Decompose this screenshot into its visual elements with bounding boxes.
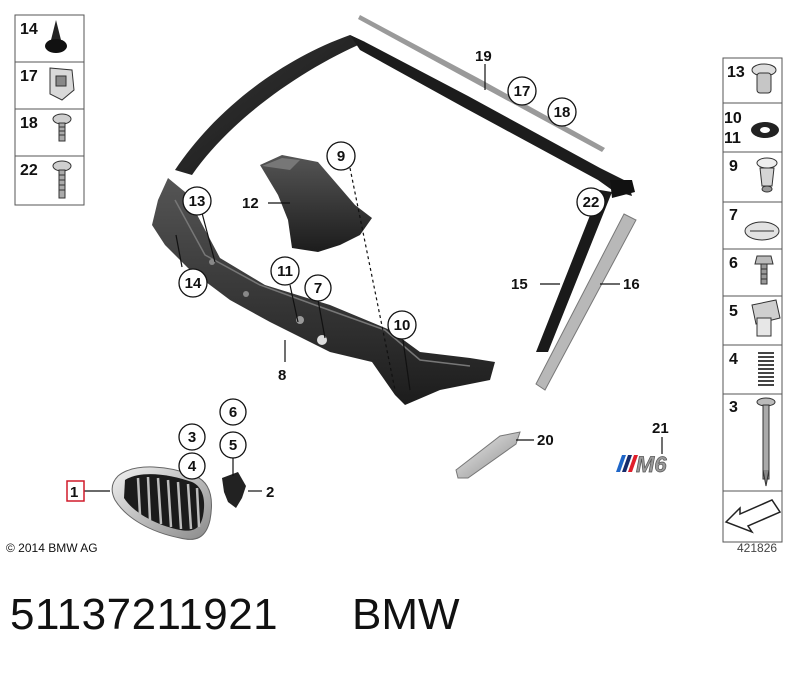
callout-18: 18 — [554, 104, 571, 121]
buffer-clip-icon — [45, 20, 67, 53]
side-marker — [455, 431, 521, 479]
spring-icon — [758, 352, 774, 386]
callout-1-highlight — [66, 480, 85, 502]
right-panel-label-5: 5 — [729, 303, 738, 320]
long-bolt-icon — [756, 397, 776, 487]
part-number: 51137211921 — [10, 590, 279, 639]
callouts: 1 2 3 4 5 6 7 8 9 10 11 12 13 14 15 16 1… — [66, 48, 669, 502]
right-panel-label-13: 13 — [727, 64, 745, 81]
left-panel-label-18: 18 — [20, 115, 38, 132]
right-panel-label-9: 9 — [729, 158, 738, 175]
screw-icon — [52, 160, 72, 199]
callout-14: 14 — [185, 275, 202, 292]
callout-15: 15 — [511, 276, 528, 293]
direction-arrow-icon — [724, 499, 782, 534]
washer-icon — [751, 122, 779, 138]
side-seals — [535, 190, 637, 391]
right-panel-label-11: 11 — [724, 130, 741, 147]
callout-8: 8 — [278, 367, 286, 384]
m6-emblem: M6 — [616, 452, 668, 477]
clip-nut-icon — [49, 67, 75, 101]
callout-7: 7 — [314, 280, 322, 297]
callout-22: 22 — [583, 194, 600, 211]
callout-5: 5 — [229, 437, 237, 454]
callout-1: 1 — [70, 484, 78, 501]
screw-icon — [52, 113, 72, 142]
callout-10: 10 — [394, 317, 411, 334]
diagram-reference-code: 421826 — [737, 541, 778, 555]
right-panel-label-3: 3 — [729, 399, 738, 416]
left-panel-label-17: 17 — [20, 68, 38, 85]
left-parts-panel: 14 17 18 22 — [14, 14, 85, 206]
right-panel-label-4: 4 — [729, 351, 738, 368]
right-panel-label-10: 10 — [724, 110, 742, 127]
callout-20: 20 — [537, 432, 554, 449]
callout-12: 12 — [242, 195, 259, 212]
callout-16: 16 — [623, 276, 640, 293]
right-panel-label-7: 7 — [729, 207, 738, 224]
emblem-text: M6 — [636, 452, 667, 477]
left-panel-label-14: 14 — [20, 21, 38, 38]
leader-lines — [84, 64, 663, 492]
callout-17: 17 — [514, 83, 531, 100]
rivet-icon — [751, 63, 777, 94]
callout-6: 6 — [229, 404, 237, 421]
callout-2: 2 — [266, 484, 274, 501]
push-clip-icon — [756, 157, 778, 193]
left-panel-label-22: 22 — [20, 162, 38, 179]
right-parts-panel: 13 10 11 9 7 6 5 4 3 — [722, 57, 783, 543]
grille-bracket — [222, 472, 246, 508]
callout-19: 19 — [475, 48, 492, 65]
kidney-grille — [111, 466, 212, 540]
windscreen-frame — [175, 15, 635, 198]
callout-21: 21 — [652, 420, 669, 437]
copyright-notice: © 2014 BMW AG — [6, 541, 98, 555]
bolt-icon — [754, 255, 774, 285]
callout-9: 9 — [337, 148, 345, 165]
callout-13: 13 — [189, 193, 206, 210]
brand-name: BMW — [352, 590, 460, 639]
callout-3: 3 — [188, 429, 196, 446]
callout-11: 11 — [277, 263, 293, 280]
nut-cage-icon — [751, 299, 781, 337]
right-panel-label-6: 6 — [729, 255, 738, 272]
air-deflector — [260, 155, 372, 252]
callout-4: 4 — [188, 458, 197, 475]
plug-icon — [744, 221, 780, 241]
